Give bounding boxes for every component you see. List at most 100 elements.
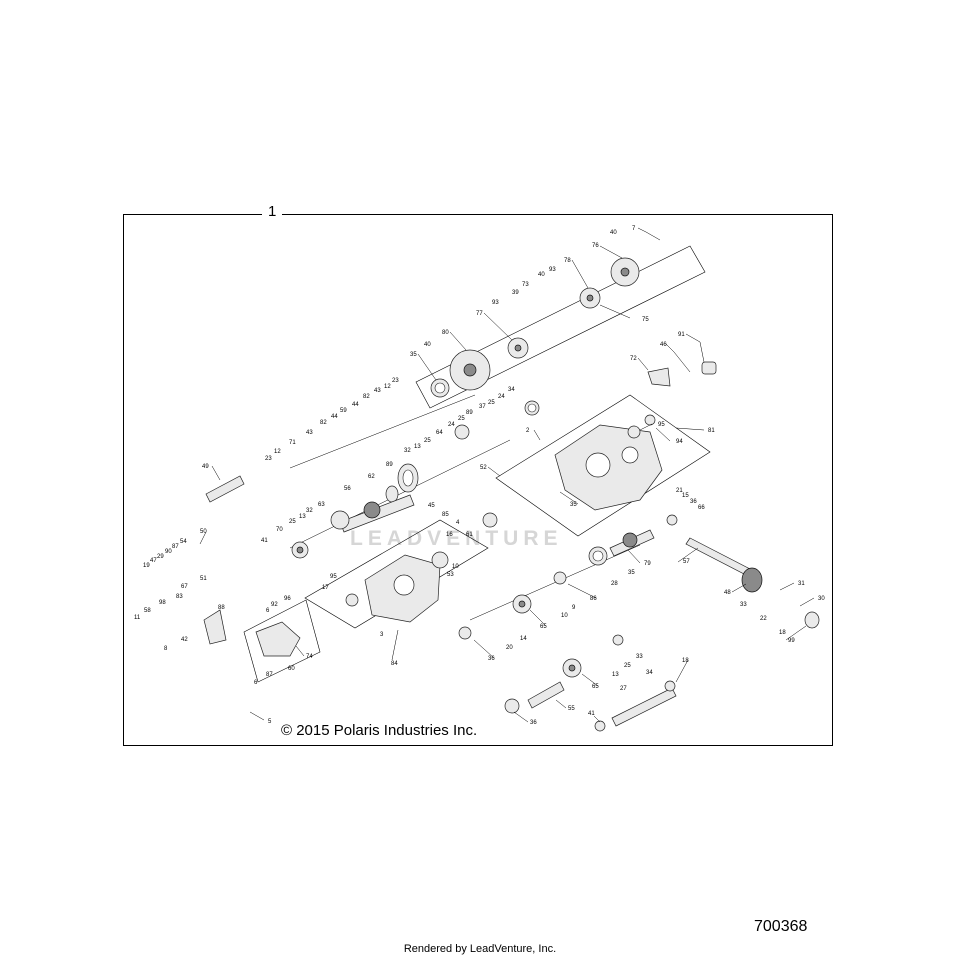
- callout-95: 95: [658, 422, 665, 428]
- callout-94: 94: [676, 439, 683, 445]
- callout-49: 49: [202, 464, 209, 470]
- callout-61: 61: [466, 532, 473, 538]
- callout-25: 25: [624, 663, 631, 669]
- callout-28: 28: [611, 581, 618, 587]
- callout-75: 75: [642, 317, 649, 323]
- callout-87: 87: [266, 672, 273, 678]
- seal-95-lower: [345, 593, 359, 607]
- driven-gear-80: [449, 349, 491, 391]
- callout-74: 74: [306, 654, 313, 660]
- shaft-79: [609, 529, 655, 557]
- callout-76: 76: [592, 243, 599, 249]
- sprocket-89: [397, 463, 419, 493]
- upper-gear-group-outline: [415, 245, 706, 409]
- callout-78: 78: [564, 258, 571, 264]
- callout-65: 65: [540, 624, 547, 630]
- callout-31: 31: [798, 581, 805, 587]
- callout-48: 48: [724, 590, 731, 596]
- callout-11: 11: [134, 615, 141, 621]
- callout-35: 35: [570, 502, 577, 508]
- callout-70: 70: [276, 527, 283, 533]
- callout-24: 24: [498, 394, 505, 400]
- callout-13: 13: [612, 672, 619, 678]
- callout-30: 30: [818, 596, 825, 602]
- bearing-33-low: [612, 634, 624, 646]
- bearing-34-upper: [524, 400, 540, 416]
- assembly-number-label: 1: [262, 203, 283, 220]
- callout-79: 79: [644, 561, 651, 567]
- callout-81: 81: [708, 428, 715, 434]
- callout-65: 65: [592, 684, 599, 690]
- case-half-81: [554, 424, 663, 511]
- bearing-35-lower: [588, 546, 608, 566]
- shift-drum-49: [205, 475, 245, 503]
- callout-66: 66: [698, 505, 705, 511]
- callout-85: 85: [442, 512, 449, 518]
- callout-40: 40: [610, 230, 617, 236]
- callout-41: 41: [261, 538, 268, 544]
- callout-73: 73: [522, 282, 529, 288]
- callout-86: 86: [590, 596, 597, 602]
- bearing-36-mid: [458, 626, 472, 640]
- plate-61: [482, 512, 498, 528]
- callout-19: 19: [143, 563, 150, 569]
- gear-70: [291, 541, 309, 559]
- callout-67: 67: [181, 584, 188, 590]
- callout-91: 91: [678, 332, 685, 338]
- callout-41: 41: [588, 711, 595, 717]
- callout-4: 4: [456, 520, 460, 526]
- callout-7: 7: [632, 226, 636, 232]
- callout-29: 29: [157, 554, 164, 560]
- shaft-27: [611, 687, 677, 727]
- callout-14: 14: [520, 636, 527, 642]
- callout-33: 33: [636, 654, 643, 660]
- callout-13: 13: [414, 444, 421, 450]
- watermark: LEADVENTURE: [350, 527, 563, 550]
- coupler-48: [741, 567, 763, 593]
- callout-64: 64: [436, 430, 443, 436]
- callout-32: 32: [404, 448, 411, 454]
- callout-47: 47: [150, 558, 157, 564]
- callout-24: 24: [448, 422, 455, 428]
- callout-18: 18: [682, 658, 689, 664]
- callout-25: 25: [488, 400, 495, 406]
- callout-21: 21: [676, 488, 683, 494]
- cover-group-outline: [243, 599, 321, 683]
- seal-95-upper: [627, 425, 641, 439]
- callout-46: 46: [660, 342, 667, 348]
- callout-34: 34: [646, 670, 653, 676]
- callout-80: 80: [442, 330, 449, 336]
- bearing-36-low: [504, 698, 520, 714]
- callout-63: 63: [318, 502, 325, 508]
- callout-25: 25: [424, 438, 431, 444]
- callout-25: 25: [289, 519, 296, 525]
- callout-23: 23: [265, 456, 272, 462]
- callout-6: 6: [266, 608, 270, 614]
- callout-40: 40: [538, 272, 545, 278]
- callout-9: 9: [572, 605, 576, 611]
- callout-52: 52: [480, 465, 487, 471]
- callout-15: 15: [682, 493, 689, 499]
- callout-36: 36: [530, 720, 537, 726]
- bracket-88: [203, 609, 227, 645]
- callout-87: 87: [172, 544, 179, 550]
- callout-90: 90: [165, 549, 172, 555]
- gear-65-low: [562, 658, 582, 678]
- callout-36: 36: [690, 499, 697, 505]
- case-half-84: [364, 554, 441, 623]
- assembly-frame: [123, 214, 833, 746]
- callouts: 7 40 76 78 93 40 73 39 93 75 77 80 40 35…: [134, 226, 825, 726]
- callout-10: 10: [561, 613, 568, 619]
- callout-36: 36: [488, 656, 495, 662]
- callout-51: 51: [200, 576, 207, 582]
- callout-2: 2: [526, 428, 530, 434]
- callout-59: 59: [340, 408, 347, 414]
- cover-86: [553, 571, 567, 585]
- input-shaft-axis-line: [289, 439, 511, 549]
- callout-34: 34: [508, 387, 515, 393]
- rendered-by-credit: Rendered by LeadVenture, Inc.: [403, 943, 557, 955]
- actuator-91: [701, 361, 717, 375]
- callout-82: 82: [363, 394, 370, 400]
- bearing-94: [644, 414, 656, 426]
